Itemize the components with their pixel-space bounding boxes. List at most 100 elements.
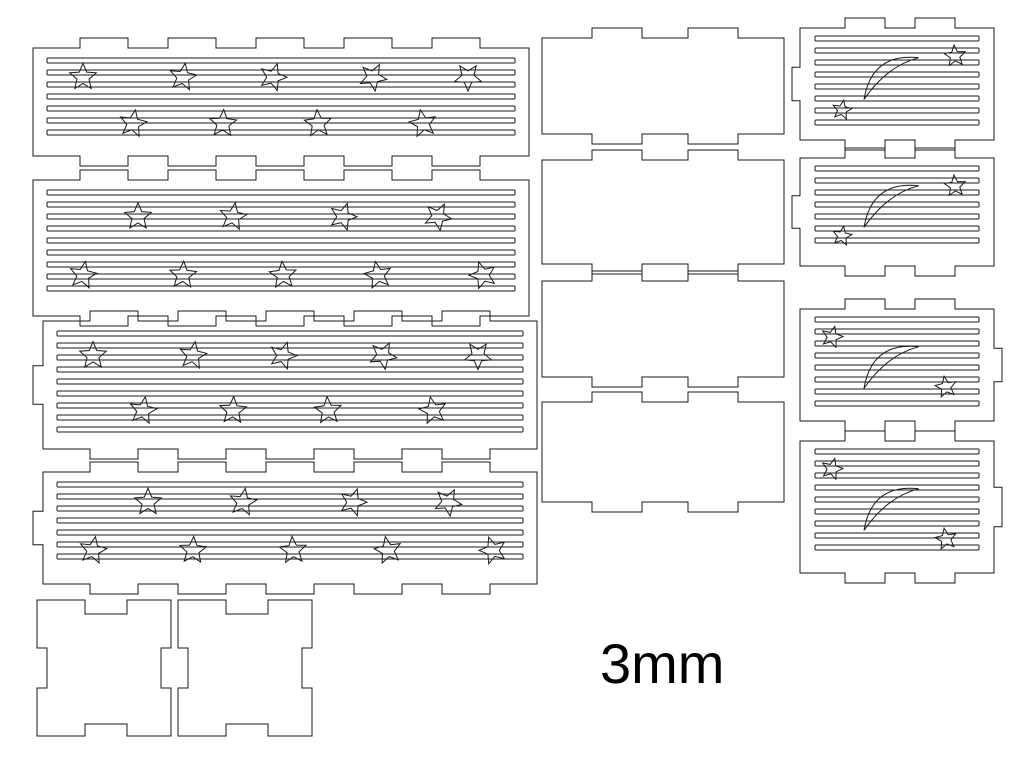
long-star-panel [32, 310, 538, 460]
panel-outline [177, 599, 313, 737]
slat-cutout [814, 472, 980, 479]
star-cutout [424, 203, 454, 232]
star-cutout [407, 108, 437, 138]
slat-cutout [814, 237, 980, 244]
slat-cutout [814, 448, 980, 455]
slat-cutout [56, 342, 524, 349]
star-cutout [417, 395, 447, 425]
slat-cutout [56, 402, 524, 409]
star-cutout [313, 395, 343, 424]
slat-cutout [46, 273, 516, 280]
star-cutout [270, 340, 299, 371]
panel-outline [791, 147, 995, 277]
slat-cutout [814, 83, 980, 90]
star-cutout [434, 488, 464, 518]
star-cutout [219, 201, 249, 231]
slat-cutout [814, 165, 980, 172]
long-star-panel [32, 169, 530, 327]
star-cutout [229, 487, 259, 516]
star-cutout [933, 526, 957, 551]
material-thickness-label: 3mm [600, 632, 725, 695]
star-cutout [179, 340, 209, 370]
star-cutout [359, 63, 389, 93]
star-cutout [129, 395, 159, 425]
panel-outline [541, 149, 785, 275]
slat-cutout [46, 201, 516, 208]
slat-cutout [56, 354, 524, 361]
slat-cutout [814, 177, 980, 184]
star-cutout [278, 535, 308, 564]
star-cutout [169, 62, 199, 91]
slat-cutout [814, 201, 980, 208]
crescent-moon-cutout [863, 56, 919, 100]
slat-cutout [814, 95, 980, 102]
panel-outline [541, 27, 785, 145]
plain-side-panel [541, 270, 785, 388]
star-cutout [832, 224, 854, 247]
star-cutout [79, 535, 109, 565]
star-cutout [477, 535, 506, 565]
moon-star-panel [799, 430, 1003, 584]
star-cutout [68, 61, 98, 90]
panel-outline [799, 430, 1003, 584]
slat-cutout [814, 352, 980, 359]
plain-side-panel [541, 27, 785, 145]
slat-cutout [46, 261, 516, 268]
panel-outline [32, 169, 530, 327]
slat-cutout [814, 400, 980, 407]
star-cutout [340, 487, 369, 517]
crescent-moon-cutout [863, 487, 919, 531]
star-cutout [821, 325, 845, 349]
panel-outline [32, 461, 538, 595]
slat-cutout [814, 213, 980, 220]
slat-cutout [814, 47, 980, 54]
star-cutout [943, 173, 967, 197]
star-cutout [178, 535, 208, 564]
slat-cutout [814, 119, 980, 126]
star-cutout [372, 535, 402, 565]
slat-cutout [46, 249, 516, 256]
slat-cutout [56, 366, 524, 373]
slat-cutout [46, 117, 516, 124]
moon-star-panel [791, 17, 995, 151]
slat-cutout [814, 460, 980, 467]
moon-star-panel [799, 298, 1003, 432]
long-star-panel [32, 37, 530, 167]
slat-cutout [814, 388, 980, 395]
star-cutout [78, 340, 108, 368]
slat-cutout [814, 340, 980, 347]
slat-cutout [46, 105, 516, 112]
crescent-moon-cutout [863, 184, 919, 228]
panel-outline [32, 310, 538, 460]
slat-cutout [46, 237, 516, 244]
slat-cutout [56, 426, 524, 433]
slat-cutout [46, 129, 516, 136]
slat-cutout [814, 35, 980, 42]
star-cutout [933, 374, 957, 399]
slat-cutout [814, 328, 980, 335]
star-cutout [463, 343, 493, 371]
slat-cutout [814, 71, 980, 78]
panel-outline [541, 391, 785, 513]
plain-side-panel [541, 149, 785, 275]
slat-cutout [56, 414, 524, 421]
slat-cutout [56, 378, 524, 385]
plain-side-panel [541, 391, 785, 513]
star-cutout [821, 457, 845, 481]
star-cutout [303, 108, 333, 137]
star-cutout [832, 98, 854, 121]
star-cutout [362, 260, 392, 290]
star-cutout [268, 259, 298, 289]
slat-cutout [814, 376, 980, 383]
star-cutout [208, 108, 238, 137]
slat-cutout [814, 316, 980, 323]
star-cutout [943, 43, 967, 67]
slat-cutout [56, 529, 524, 536]
star-cutout [453, 64, 483, 93]
slat-cutout [56, 493, 524, 500]
panel-outline [36, 599, 172, 737]
crescent-moon-cutout [863, 345, 919, 389]
star-cutout [69, 260, 99, 289]
end-panel [177, 599, 313, 737]
